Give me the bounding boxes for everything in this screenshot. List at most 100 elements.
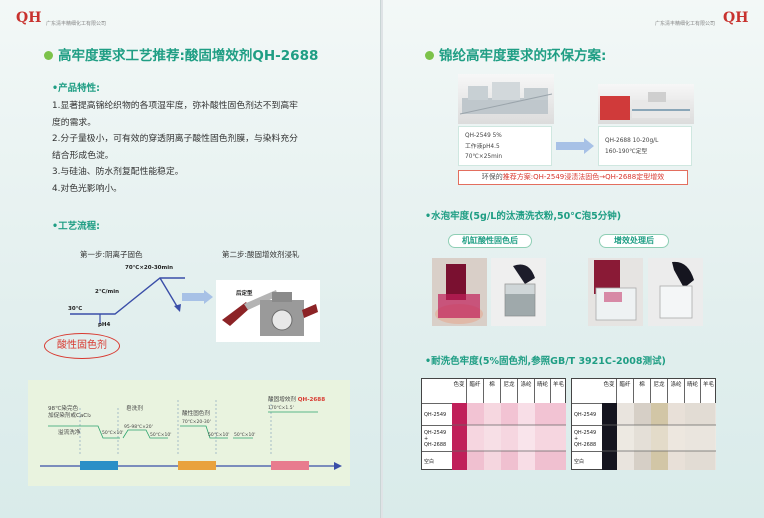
temperature-curve: [70, 277, 185, 315]
wash-heading: •水泡牢度(5g/L的汰渍洗衣粉,50℃泡5分钟): [425, 211, 622, 222]
cooldown-line: [159, 277, 179, 309]
step-one-label: 第一步:阴离子固色: [80, 250, 143, 259]
table-header-cell: 棉: [634, 379, 651, 403]
table-row-label: 空白: [572, 451, 602, 470]
process-flow-chart: 98℃染完色 加促染剂或CaCl₂ 溢流洗净 皂洗剂 95-98℃×20' 50…: [28, 380, 350, 486]
feature-line: 4.对色光影响小。: [52, 183, 122, 194]
features-list: 1.显著提高锦纶织物的各项湿牢度，弥补酸性固色剂达不到高牢 度的需求。 2.分子…: [52, 98, 352, 197]
beaker-illustration: [588, 258, 643, 326]
flow-rinse-3: 50℃×10': [208, 433, 230, 438]
eco-label: 推荐方案:QH-2549浸渍法固色→QH-2688定型增效: [502, 173, 665, 181]
arrow-head-icon: [174, 304, 181, 312]
flow-arrow-icon: [334, 462, 342, 470]
flow-acid-label: 酸性固色剂: [182, 411, 210, 417]
fastness-table-right: 色变 醋纤 棉 尼龙 涤纶 晴纶 羊毛 QH-2549 QH-2549 + QH…: [571, 378, 716, 470]
acid-stage-bar: [178, 461, 216, 470]
setting-machine-illustration: [600, 92, 690, 120]
ramp-label: 2℃/min: [95, 289, 120, 295]
padding-machine-illustration: [216, 280, 320, 342]
swatch-grid: [602, 403, 716, 470]
before-line-3: 70℃×25min: [465, 154, 503, 160]
flow-enhancer-label: 酸固增效剂 QH-2688: [268, 395, 325, 403]
arrow-right-icon: [556, 138, 594, 154]
page-title: 高牢度要求工艺推荐:酸固增效剂QH-2688: [44, 44, 318, 64]
table-row-label: QH-2549 + QH-2688: [572, 425, 602, 451]
left-page: QH 广东清丰精细化工有限公司 高牢度要求工艺推荐:酸固增效剂QH-2688 •…: [0, 0, 381, 518]
beaker-illustration: [432, 258, 487, 326]
flow-acid-cond: 70℃×20-30': [182, 420, 211, 425]
beaker-illustration: [648, 258, 703, 326]
feature-line: 结合形成色淀。: [52, 150, 114, 161]
table-header-cell: 色变: [452, 379, 467, 403]
flow-soap-label: 皂洗剂: [126, 406, 143, 412]
fastness-table-left: 色变 醋纤 棉 尼龙 涤纶 晴纶 羊毛 QH-2549 QH-2549 + QH…: [421, 378, 566, 470]
flow-enhancer-name: 酸固增效剂: [268, 397, 296, 403]
eco-prefix: 环保的: [481, 173, 503, 181]
right-page-title: 锦纶高牢度要求的环保方案:: [425, 44, 606, 64]
company-logo: QH: [16, 10, 42, 26]
feature-line: 1.显著提高锦纶织物的各项湿牢度，弥补酸性固色剂达不到高牢: [52, 101, 298, 111]
company-logo: QH: [723, 10, 749, 26]
table-header-cell: 羊毛: [552, 382, 564, 388]
after-condition-box: QH-2688 10-20g/L 160-190℃定型: [598, 126, 692, 166]
wash-photo-2: [491, 258, 546, 326]
flow-rinse-2: 50℃×10': [150, 433, 172, 438]
wash-photo-4: [648, 258, 703, 326]
flow-overflow-label: 溢流洗净: [58, 430, 81, 436]
eco-recommendation: 环保的推荐方案:QH-2549浸渍法固色→QH-2688定型增效: [458, 170, 688, 185]
flow-rinse-4: 50℃×10': [234, 433, 256, 438]
swatch-grid: [452, 403, 566, 470]
features-heading: •产品特性:: [52, 83, 100, 94]
process-heading: •工艺流程:: [52, 221, 100, 232]
table-row-label: 空白: [422, 451, 452, 470]
flow-additive-label: 加促染剂或CaCl₂: [48, 413, 92, 419]
beaker-illustration: [491, 258, 546, 326]
company-name: 广东清丰精细化工有限公司: [655, 21, 716, 27]
wash-photo-1: [432, 258, 487, 326]
fastness-heading: •耐洗色牢度(5%固色剂,参照GB/T 3921C-2008测试): [425, 356, 666, 367]
table-header-cell: 醋纤: [617, 379, 634, 403]
table-header-cell: 棉: [484, 379, 501, 403]
right-page-title-text: 锦纶高牢度要求的环保方案:: [439, 48, 607, 64]
table-header-cell: 晴纶: [685, 379, 701, 403]
before-condition-box: QH-2549 5% 工作液pH4.5 70℃×25min: [458, 126, 552, 166]
enhancer-stage-bar: [271, 461, 309, 470]
post-setting-label: 后定型: [236, 291, 253, 297]
table-header-cell: 涤纶: [518, 379, 535, 403]
hold-temp-label: 70℃×20-30min: [125, 265, 174, 271]
arrow-right-icon: [182, 290, 213, 304]
flow-dye-label: 98℃染完色: [48, 406, 79, 412]
before-line-1: QH-2549 5%: [465, 133, 502, 139]
tag-after-enhancing: 增效处理后: [599, 234, 669, 248]
temperature-curve-diagram: [70, 277, 185, 324]
table-header-cell: 羊毛: [702, 382, 714, 388]
table-header-cell: 色变: [602, 379, 617, 403]
setting-machine-photo: [598, 84, 694, 124]
dye-stage-bar: [80, 461, 118, 470]
after-line-1: QH-2688 10-20g/L: [605, 138, 659, 144]
page-title-text: 高牢度要求工艺推荐:酸固增效剂QH-2688: [58, 48, 319, 64]
flow-enhancer-code: QH-2688: [297, 397, 326, 403]
bullet-dot-icon: [425, 51, 434, 60]
table-header-cell: 醋纤: [467, 379, 484, 403]
feature-line: 3.与硅油、防水剂复配性能稳定。: [52, 167, 184, 177]
acid-fixing-agent-oval: 酸性固色剂: [44, 333, 120, 359]
dyeing-machine-photo: [458, 74, 554, 124]
table-header-cell: 晴纶: [535, 379, 551, 403]
flow-rinse-1: 50℃×10': [102, 431, 124, 436]
step-two-label: 第二步:酸固增效剂浸轧: [222, 250, 300, 259]
table-row-label: QH-2549: [572, 403, 602, 425]
after-line-2: 160-190℃定型: [605, 148, 648, 155]
table-header-cell: 尼龙: [501, 379, 518, 403]
table-row-label: QH-2549: [422, 403, 452, 425]
company-name: 广东清丰精细化工有限公司: [46, 21, 107, 27]
feature-line: 度的需求。: [52, 117, 96, 128]
ph-label: pH4: [98, 322, 111, 328]
start-temp-label: 30℃: [68, 306, 83, 312]
flow-lines: [40, 400, 342, 470]
table-header-cell: 涤纶: [668, 379, 685, 403]
flow-soap-cond: 95-98℃×20': [124, 425, 153, 430]
table-row-label: QH-2549 + QH-2688: [422, 425, 452, 451]
feature-line: 2.分子量极小，可有效的穿透阴离子酸性固色剂膜，与染料充分: [52, 134, 298, 144]
dyeing-machine-illustration: [459, 82, 553, 115]
